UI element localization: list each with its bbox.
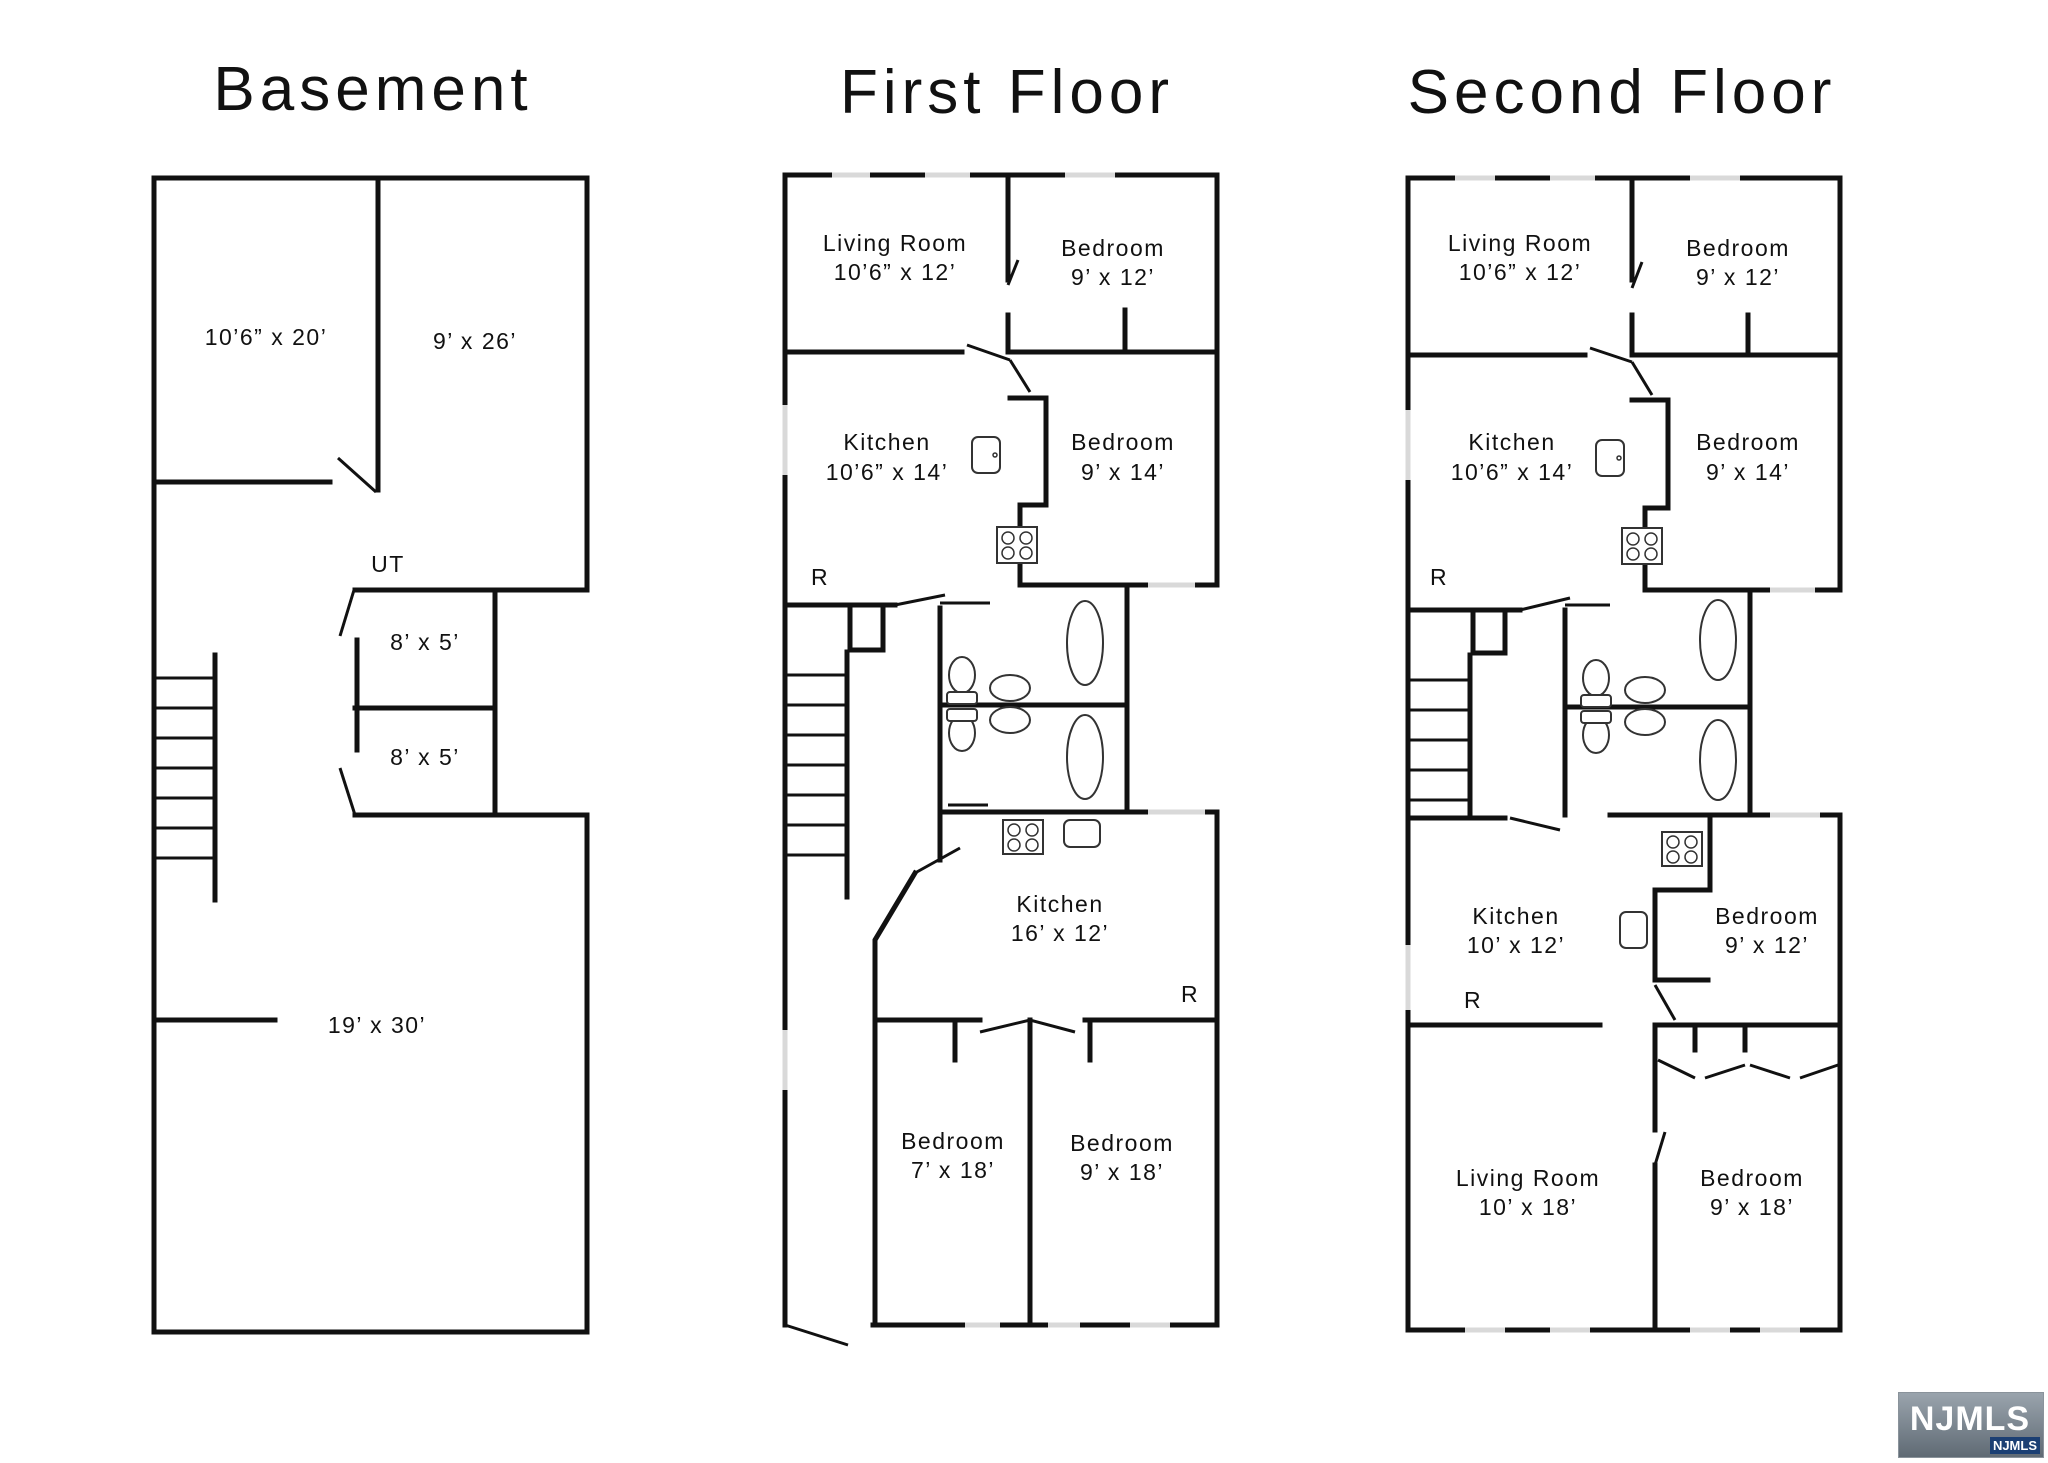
second-floor-title: Second Floor [1408, 58, 1837, 127]
second-bed4-name: Bedroom [1700, 1165, 1804, 1191]
first-floor-plan [782, 172, 1220, 1347]
second-kitchen2-name: Kitchen [1472, 903, 1559, 929]
basement-closet-2-dim: 8’ x 5’ [390, 744, 460, 770]
first-kitchen2-name: Kitchen [1016, 891, 1103, 917]
second-bed3-name: Bedroom [1715, 903, 1819, 929]
first-bed1-dim: 9’ x 12’ [1071, 264, 1155, 290]
first-bed4-name: Bedroom [1070, 1130, 1174, 1156]
second-bed4-dim: 9’ x 18’ [1710, 1194, 1794, 1220]
second-bed2-dim: 9’ x 14’ [1706, 459, 1790, 485]
second-bed3-dim: 9’ x 12’ [1725, 932, 1809, 958]
first-living-dim: 10’6” x 12’ [834, 259, 957, 285]
first-floor-title: First Floor [840, 58, 1174, 127]
first-living-name: Living Room [823, 230, 967, 256]
second-living2-name: Living Room [1456, 1165, 1600, 1191]
first-bed1-name: Bedroom [1061, 235, 1165, 261]
first-bed3-dim: 7’ x 18’ [911, 1157, 995, 1183]
second-living2-dim: 10’ x 18’ [1479, 1194, 1577, 1220]
second-bed1-name: Bedroom [1686, 235, 1790, 261]
basement-plan [151, 175, 590, 1335]
basement-title: Basement [213, 55, 532, 124]
first-kitchen1-dim: 10’6” x 14’ [826, 459, 949, 485]
second-living-name: Living Room [1448, 230, 1592, 256]
second-r1-label: R [1430, 564, 1448, 590]
njmls-logo: NJMLS NJMLS [1898, 1392, 2044, 1458]
basement-room-a-dim: 10’6” x 20’ [205, 324, 328, 350]
first-bed4-dim: 9’ x 18’ [1080, 1159, 1164, 1185]
second-floor-plan [1405, 175, 1843, 1333]
second-bed1-dim: 9’ x 12’ [1696, 264, 1780, 290]
first-r2-label: R [1181, 981, 1199, 1007]
second-bed2-name: Bedroom [1696, 429, 1800, 455]
second-living-dim: 10’6” x 12’ [1459, 259, 1582, 285]
basement-closet-1-dim: 8’ x 5’ [390, 629, 460, 655]
logo-text: NJMLS [1909, 1400, 2031, 1438]
first-bed2-name: Bedroom [1071, 429, 1175, 455]
basement-main-dim: 19’ x 30’ [328, 1012, 426, 1038]
first-kitchen2-dim: 16’ x 12’ [1011, 920, 1109, 946]
logo-sub-badge: NJMLS [1989, 1437, 2040, 1454]
second-kitchen2-dim: 10’ x 12’ [1467, 932, 1565, 958]
basement-ut-label: UT [371, 551, 405, 577]
second-kitchen1-dim: 10’6” x 14’ [1451, 459, 1574, 485]
first-kitchen1-name: Kitchen [843, 429, 930, 455]
first-bed2-dim: 9’ x 14’ [1081, 459, 1165, 485]
second-r2-label: R [1464, 987, 1482, 1013]
first-bed3-name: Bedroom [901, 1128, 1005, 1154]
second-kitchen1-name: Kitchen [1468, 429, 1555, 455]
first-r1-label: R [811, 564, 829, 590]
basement-room-b-dim: 9’ x 26’ [433, 328, 517, 354]
